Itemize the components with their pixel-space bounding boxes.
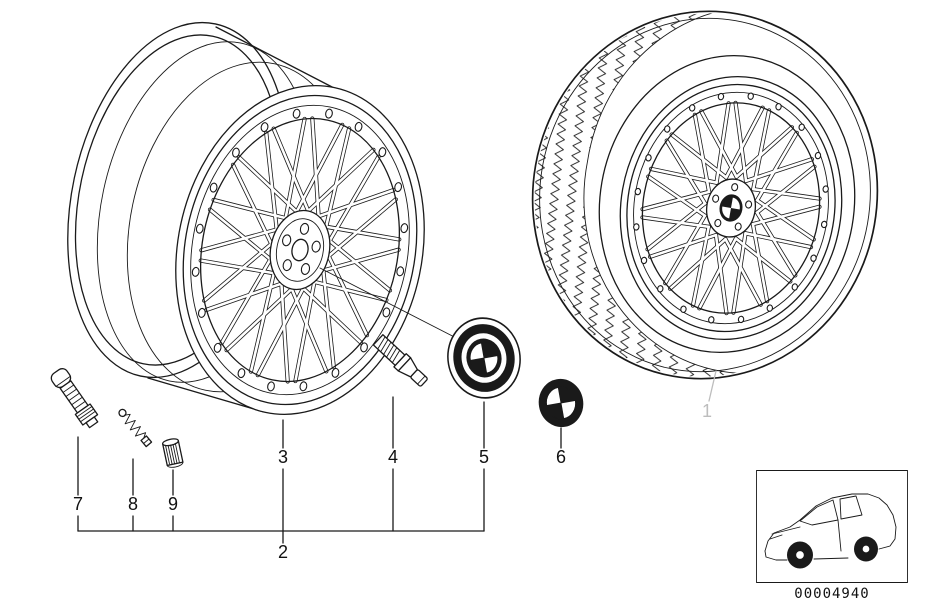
bmw-emblem — [538, 378, 584, 428]
alloy-rim-drawing — [37, 2, 454, 438]
callout-label-5[interactable]: 5 — [479, 447, 489, 467]
callout-label-1[interactable]: 1 — [702, 401, 712, 421]
car-thumbnail-box: 00004940 — [756, 470, 908, 602]
wheel-bolt — [372, 334, 428, 387]
lug-hole-ring — [708, 180, 755, 231]
rim-bolt-ring — [615, 76, 847, 340]
lug-hole-ring — [277, 220, 325, 277]
valve-core — [118, 408, 153, 448]
callout-label-7[interactable]: 7 — [73, 494, 83, 514]
spoke-lattice-highlight — [627, 90, 834, 326]
spoke-lattice-highlight — [178, 102, 421, 399]
callout-label-6[interactable]: 6 — [556, 447, 566, 467]
center-emblem — [718, 193, 744, 223]
callout-label-2[interactable]: 2 — [278, 542, 288, 562]
valve-stem — [50, 368, 99, 429]
callout-label-9[interactable]: 9 — [168, 494, 178, 514]
rim-bolt-ring — [167, 87, 434, 413]
car-outline-icon — [764, 493, 897, 569]
thumbnail-frame — [756, 470, 908, 583]
callout-label-4[interactable]: 4 — [388, 447, 398, 467]
callout-label-3[interactable]: 3 — [278, 447, 288, 467]
wheel-with-tire-drawing — [520, 2, 905, 392]
exploded-axis-line — [319, 267, 469, 345]
hub-cap — [447, 317, 521, 399]
valve-cap — [162, 438, 184, 468]
part-number: 00004940 — [794, 586, 869, 602]
callout-label-8[interactable]: 8 — [128, 494, 138, 514]
callout-lines — [77, 370, 717, 544]
